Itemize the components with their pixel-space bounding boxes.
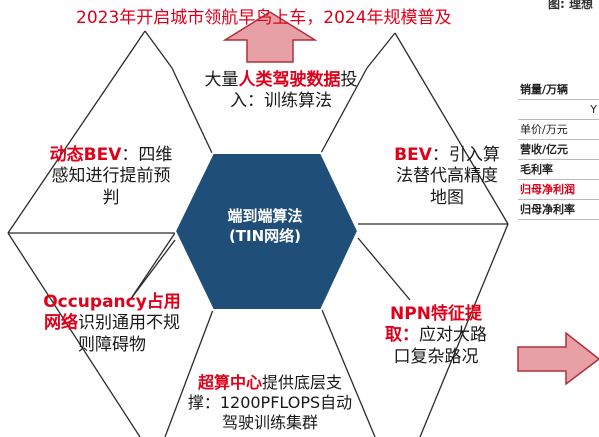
cell-bottom: 超算中心提供底层支撑：1200PFLOPS自动驾驶训练集群 [186, 373, 354, 433]
cell-upper-right-text: ：引入算法替代高精度地图 [396, 145, 500, 208]
outer-boundary-lower-right [419, 223, 509, 437]
cell-top-pre: 大量 [204, 70, 239, 90]
spoke-upper-right [320, 67, 368, 154]
cell-top-highlight: 人类驾驶数据 [238, 70, 341, 90]
cell-top: 大量人类驾驶数据投入：训练算法 [196, 70, 366, 113]
headline: 2023年开启城市领航早鸟上车，2024年规模普及 [76, 8, 452, 28]
cell-bottom-highlight: 超算中心 [197, 373, 262, 392]
table-row: 归母净利润 [518, 180, 599, 200]
spoke-bottom-right [321, 309, 376, 437]
cell-upper-left-highlight: 动态BEV [49, 145, 122, 165]
right-arrow [517, 331, 599, 386]
table-row: Y [518, 100, 599, 120]
cell-lower-left-text: 识别通用不规则障碍物 [78, 313, 180, 355]
cell-upper-left-text: ：四维感知进行提前预判 [51, 145, 173, 208]
table-row: 单价/万元 [518, 120, 599, 140]
table-row: 营收/亿元 [518, 140, 599, 160]
spoke-lower-right [357, 237, 411, 301]
outer-boundary-lower-left [7, 232, 141, 437]
cell-lower-right: NPN特征提取：应对大路口复杂路况 [380, 304, 492, 368]
cell-lower-right-highlight: NPN特征提取： [385, 304, 482, 346]
cell-upper-left: 动态BEV：四维感知进行提前预判 [48, 145, 174, 209]
center-label: 端到端算法 (TIN网络) [180, 206, 350, 246]
cell-upper-right: BEV：引入算法替代高精度地图 [392, 145, 502, 209]
center-label-line2: (TIN网络) [228, 227, 302, 245]
up-arrow [222, 11, 318, 63]
cell-lower-left: Occupancy占用网络识别通用不规则障碍物 [42, 292, 182, 356]
outer-boundary-upper-right [394, 32, 509, 225]
spoke-bottom-left [164, 309, 214, 437]
spoke-lower-left [129, 232, 176, 301]
outer-boundary-upper-left [7, 30, 146, 234]
top-cell-right-edge [366, 32, 396, 69]
top-cell-left-edge [144, 30, 173, 69]
table-row: 归母净利率 [518, 200, 599, 220]
center-hexagon [173, 152, 360, 311]
cell-top-post: 投入：训练算法 [230, 70, 358, 112]
cell-upper-right-highlight: BEV [394, 145, 432, 165]
spoke-lower-left-b [129, 239, 176, 301]
cut-off-table: 销量/万辆 Y 单价/万元 营收/亿元 毛利率 归母净利润 归母净利率 [518, 80, 599, 220]
cell-lower-right-text: 应对大路口复杂路况 [393, 325, 488, 367]
cell-bottom-text: 提供底层支撑：1200PFLOPS自动驾驶训练集群 [187, 373, 353, 432]
cell-lower-left-highlight: Occupancy占用网络 [43, 292, 181, 334]
spoke-upper [171, 67, 213, 154]
center-label-line1: 端到端算法 [227, 207, 303, 225]
table-row: 毛利率 [518, 160, 599, 180]
table-row: 销量/万辆 [518, 80, 599, 100]
cut-off-figure-title: 图: 理想 [548, 0, 593, 11]
